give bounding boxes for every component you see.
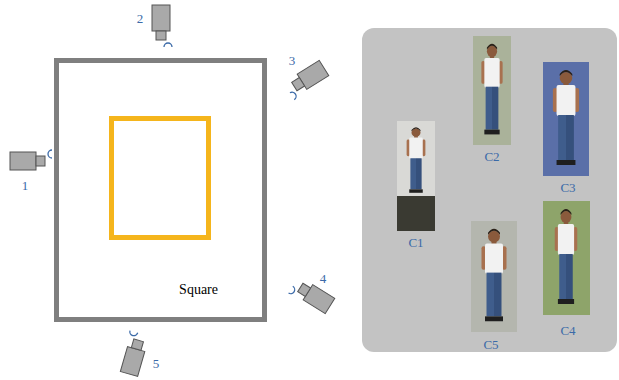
person-photo [543,62,589,176]
person-photo [397,121,435,231]
person-photo [543,201,590,315]
view-label: C2 [484,150,499,163]
view-label: C4 [560,324,575,337]
gallery-panel [362,28,617,352]
camera-icon [118,331,149,377]
camera-number: 4 [320,272,327,285]
area-outline: Square [54,58,267,322]
area-name: Square [179,283,218,297]
view-label: C1 [408,236,423,249]
camera-number: 1 [22,179,29,192]
camera-number: 3 [289,54,296,67]
person-photo [471,221,517,332]
view-label: C3 [560,181,575,194]
view-label: C5 [483,338,498,351]
camera-icon [152,5,172,47]
camera-number: 2 [137,12,144,25]
camera-number: 5 [153,357,160,370]
person-photo [473,36,511,145]
camera-icon [289,276,335,315]
inner-area [112,119,209,238]
camera-icon [10,150,52,170]
